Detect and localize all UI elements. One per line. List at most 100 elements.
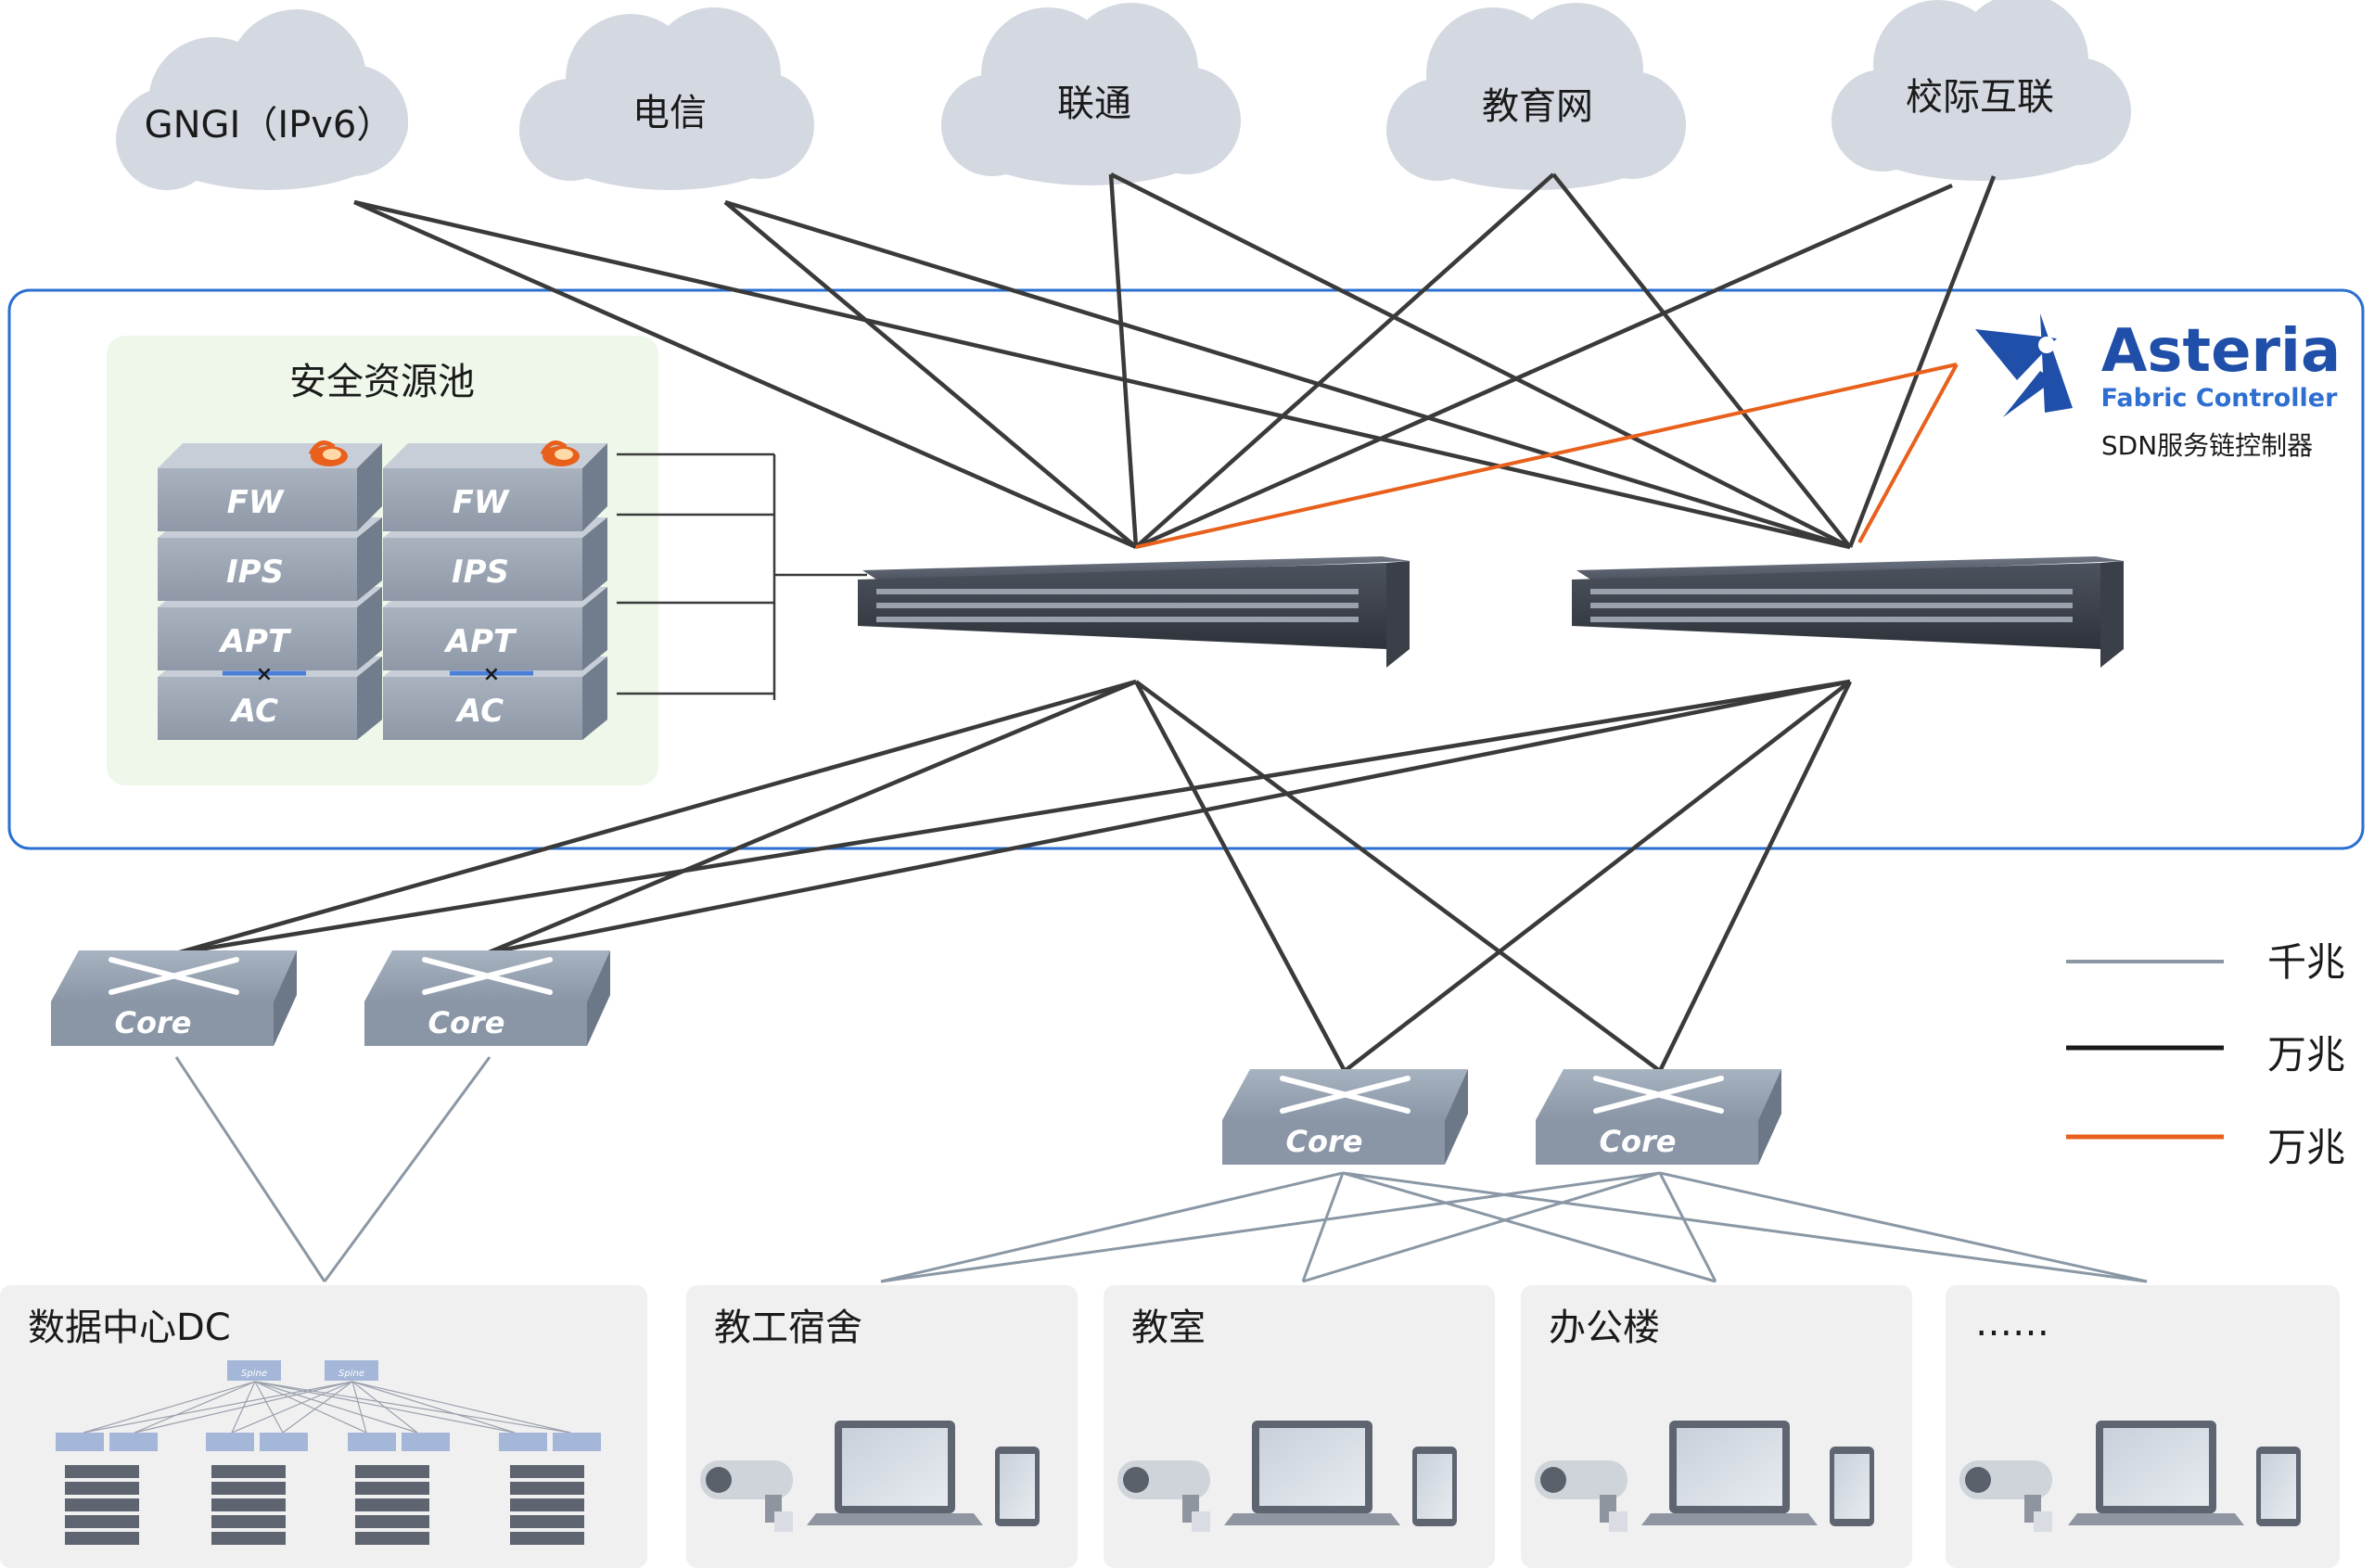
phone-icon [2256,1447,2301,1526]
zone-title: 教工宿舍 [714,1307,862,1349]
server-stack-icon [510,1465,584,1545]
security-stack-left: AC APT × IPS FW [158,440,382,740]
crossed-arrows-icon [1593,1076,1724,1114]
legend: 千兆 万兆 万兆 [2066,939,2345,1170]
phone-icon [1412,1447,1457,1526]
camera-icon [1959,1460,2052,1532]
security-pool: 安全资源池 AC APT × [107,336,867,785]
controller-links [1135,363,1959,549]
zone-panel [0,1285,647,1568]
legend-label: 万兆 [2267,1125,2345,1170]
gigabit-lines [174,1056,2148,1283]
ips-block: IPS [158,517,382,601]
core-label: Core [1286,1124,1363,1159]
apt-label: APT [218,623,292,660]
core-label: Core [115,1005,192,1040]
apt-label: APT [443,623,517,660]
cloud-icon [1386,3,1686,190]
cloud-icon [116,9,408,190]
controller-caption: SDN服务链控制器 [2101,430,2313,461]
server-stack-icon [355,1465,429,1545]
cloud-label-gngi: GNGI（IPv6） [145,104,394,147]
cloud-icon [519,7,814,190]
agg-switch-right [1572,556,2124,668]
phone-icon [995,1447,1040,1526]
asteria-logo-icon [1975,313,2073,417]
asteria-subtitle: Fabric Controller [2101,384,2339,413]
security-pool-title: 安全资源池 [289,361,475,403]
zone-title: 数据中心DC [28,1307,231,1349]
fw-label: FW [227,484,285,521]
laptop-icon [1641,1421,1818,1525]
agg-switch-left [858,556,1410,668]
core-label: Core [428,1005,505,1040]
leaf-switch-icon [109,1433,158,1451]
zone-title: 教室 [1131,1307,1206,1349]
cloud-label-telecom: 电信 [632,92,707,134]
apt-cross-icon: × [483,663,500,686]
fw-block: FW [158,440,382,531]
cloud-icon [941,3,1241,185]
spine-switch-icon [227,1360,281,1381]
leaf-switch-icon [260,1433,308,1451]
leaf-switch-icon [402,1433,450,1451]
camera-icon [1535,1460,1627,1532]
zone-office: 办公楼 [1521,1285,1912,1568]
pool-bracket [617,453,867,700]
leaf-switch-icon [499,1433,547,1451]
cloud-icon [1832,0,2131,181]
ips-label: IPS [452,554,509,591]
legend-label: 万兆 [2267,1032,2345,1077]
dc-server-stacks [65,1465,584,1545]
zone-datacenter: 数据中心DC Spine Spine [0,1285,647,1568]
legend-item-10g-black: 万兆 [2066,1032,2345,1077]
zone-more: …… [1946,1285,2340,1568]
server-stack-icon [65,1465,139,1545]
cloud-campus: 校际互联 [1832,0,2131,181]
zone-title: …… [1975,1302,2049,1345]
cloud-label-campus: 校际互联 [1906,76,2054,119]
leaf-switch-icon [56,1433,104,1451]
spine-label: Spine [338,1369,364,1379]
cloud-telecom: 电信 [519,7,814,190]
cloud-edunet: 教育网 [1386,3,1686,190]
asteria-controller: Asteria Fabric Controller SDN服务链控制器 [1975,313,2341,461]
port-panel [1590,589,2073,622]
legend-item-gigabit: 千兆 [2066,939,2345,985]
core-switch-dc-1: Core [51,950,297,1046]
crossed-arrows-icon [1280,1076,1410,1114]
camera-icon [700,1460,793,1532]
laptop-icon [2068,1421,2244,1525]
ac-label: AC [229,693,278,730]
leaf-switch-icon [553,1433,601,1451]
cloud-label-edunet: 教育网 [1482,85,1593,128]
legend-label: 千兆 [2267,939,2345,985]
asteria-brand: Asteria [2101,317,2341,386]
dc-spine-leaf-lines [83,1381,571,1434]
core-switch-dc-2: Core [364,950,610,1046]
downlink-lines [175,679,1853,1073]
dc-spine-switches: Spine Spine [227,1360,378,1381]
cloud-label-unicom: 联通 [1057,83,1131,125]
cloud-gngi: GNGI（IPv6） [116,9,408,190]
laptop-icon [1224,1421,1400,1525]
zone-dorm: 教工宿舍 [686,1285,1078,1568]
fw-label: FW [453,484,510,521]
core-switch-campus-2: Core [1536,1069,1781,1165]
dc-leaf-racks [56,1433,601,1451]
phone-icon [1830,1447,1874,1526]
flame-icon [540,440,580,466]
server-stack-icon [211,1465,286,1545]
core-label: Core [1600,1124,1677,1159]
spine-label: Spine [241,1369,267,1379]
laptop-icon [807,1421,983,1525]
crossed-arrows-icon [108,957,239,995]
spine-switch-icon [325,1360,378,1381]
security-stack-right: AC APT × IPS FW [383,440,607,740]
fabric-boundary [7,288,2365,850]
zone-title: 办公楼 [1549,1307,1660,1349]
core-switch-campus-1: Core [1222,1069,1468,1165]
leaf-switch-icon [206,1433,254,1451]
camera-icon [1117,1460,1210,1532]
